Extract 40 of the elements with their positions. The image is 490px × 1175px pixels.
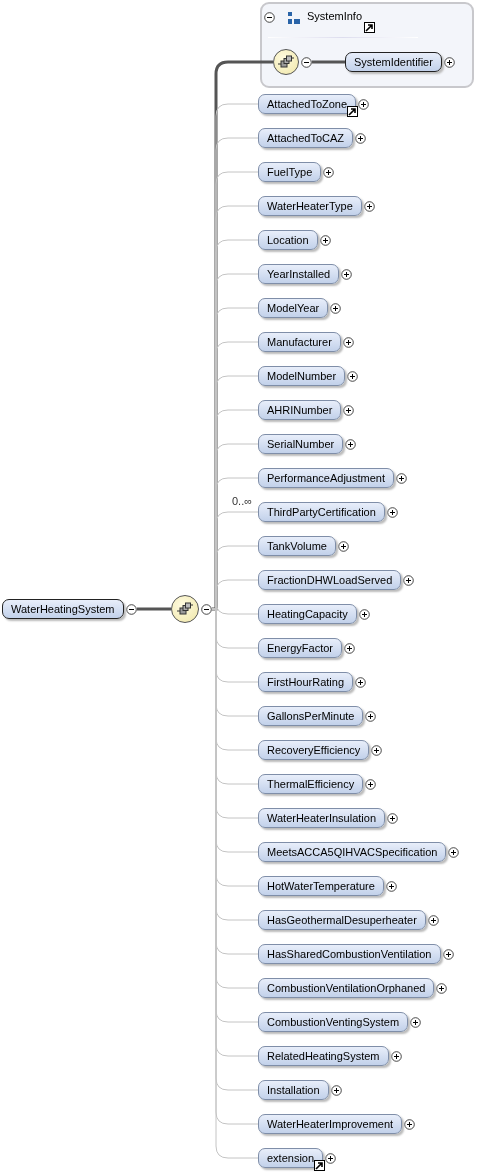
element-box: AttachedToZone <box>258 94 357 114</box>
element-box: WaterHeaterInsulation <box>258 808 386 828</box>
element-box: YearInstalled <box>258 264 340 284</box>
element-box: WaterHeaterImprovement <box>258 1114 403 1134</box>
element-box: HasGeothermalDesuperheater <box>258 910 426 930</box>
element-box: extension <box>258 1148 324 1168</box>
group-panel <box>260 2 474 88</box>
element-box: SerialNumber <box>258 434 344 454</box>
element-box: Installation <box>258 1080 329 1100</box>
element-box: FractionDHWLoadServed <box>258 570 402 590</box>
element-box: ModelNumber <box>258 366 346 386</box>
element-box: HeatingCapacity <box>258 604 357 624</box>
element-box: AHRINumber <box>258 400 342 420</box>
element-box: CombustionVentingSystem <box>258 1012 409 1032</box>
element-box: AttachedToCAZ <box>258 128 354 148</box>
element-box: RelatedHeatingSystem <box>258 1046 389 1066</box>
element-box: ThermalEfficiency <box>258 774 364 794</box>
element-box: WaterHeaterType <box>258 196 362 216</box>
element-box: ModelYear <box>258 298 329 318</box>
group-title: SystemInfo <box>307 10 363 22</box>
element-box: GallonsPerMinute <box>258 706 364 726</box>
element-box: MeetsACCA5QIHVACSpecification <box>258 842 447 862</box>
element-box: ThirdPartyCertification <box>258 502 385 522</box>
element-box: HasSharedCombustionVentilation <box>258 944 441 964</box>
element-box: TankVolume <box>258 536 336 556</box>
element-box: PerformanceAdjustment <box>258 468 394 488</box>
element-box: FuelType <box>258 162 322 182</box>
element-box: RecoveryEfficiency <box>258 740 370 760</box>
connector-line <box>312 60 345 64</box>
occurrence-label: 0..∞ <box>232 495 253 507</box>
element-box: Manufacturer <box>258 332 341 352</box>
element-box: CombustionVentilationOrphaned <box>258 978 435 998</box>
element-box: SystemIdentifier <box>345 52 442 72</box>
element-box: FirstHourRating <box>258 672 354 692</box>
element-box: WaterHeatingSystem <box>2 599 124 619</box>
element-box: HotWaterTemperature <box>258 876 384 896</box>
connector-line <box>211 60 273 611</box>
connector-line <box>137 607 171 611</box>
element-box: EnergyFactor <box>258 638 343 658</box>
element-box: Location <box>258 230 318 250</box>
